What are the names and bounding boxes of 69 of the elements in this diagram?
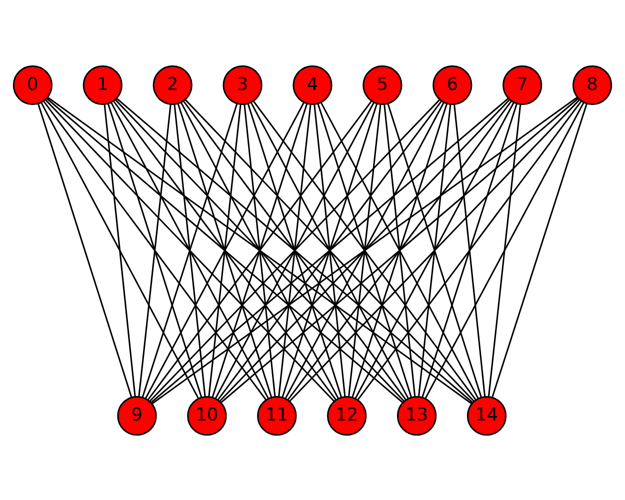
connector [424, 101, 584, 398]
connector [40, 102, 200, 398]
connector [282, 102, 378, 398]
connector [284, 101, 445, 398]
connector [112, 100, 336, 400]
connector [491, 102, 588, 398]
connector [150, 97, 509, 403]
node-circle: 0 [12, 64, 53, 104]
node-circle: 3 [222, 64, 262, 104]
connector [422, 102, 518, 398]
connector [384, 104, 416, 396]
connector [418, 104, 452, 396]
connector [314, 104, 346, 396]
node-circle: 1 [82, 64, 122, 104]
connector [37, 102, 132, 397]
connector [320, 102, 479, 398]
node-circle: 14 [466, 396, 507, 436]
connector [212, 102, 308, 398]
connector [174, 104, 206, 396]
connector [278, 104, 312, 396]
node-circle: 6 [432, 64, 472, 104]
connector [104, 104, 136, 396]
node-circle: 12 [327, 396, 367, 436]
connector [214, 101, 375, 398]
connector [217, 100, 442, 400]
connector [177, 102, 272, 397]
connector [348, 104, 382, 396]
connector [147, 100, 372, 400]
connector [250, 102, 409, 398]
connector [180, 102, 340, 398]
connector [184, 98, 474, 402]
connector [182, 100, 406, 400]
node-circle: 11 [257, 396, 297, 436]
connector [357, 100, 582, 400]
connector [488, 104, 522, 396]
connector [138, 104, 172, 396]
connector [252, 100, 476, 400]
connector [387, 102, 482, 397]
connector [219, 98, 510, 402]
connector [42, 100, 267, 400]
node-circle: 13 [396, 396, 437, 436]
node-circle: 8 [572, 64, 612, 104]
connector [289, 98, 580, 402]
node-circle: 2 [152, 64, 192, 104]
connector [152, 96, 578, 404]
node-circle: 4 [292, 64, 332, 104]
connector [46, 97, 404, 402]
connector [116, 97, 473, 402]
connector [47, 96, 472, 404]
node-circle: 5 [362, 64, 402, 104]
connector [352, 102, 448, 398]
connector [454, 104, 486, 396]
connector [208, 104, 242, 396]
connector [287, 100, 512, 400]
connector [220, 97, 579, 403]
connector [244, 104, 276, 396]
connector [110, 102, 270, 398]
connector [144, 101, 305, 398]
connector [354, 101, 515, 398]
node-circle: 7 [502, 64, 542, 104]
connector [149, 98, 440, 402]
connector [317, 102, 412, 397]
node-circle: 10 [187, 396, 227, 436]
connector [247, 102, 342, 397]
connector [114, 98, 404, 402]
node-circle: 9 [117, 396, 157, 436]
connector [107, 102, 202, 397]
connector [142, 102, 238, 398]
connector [44, 98, 335, 402]
